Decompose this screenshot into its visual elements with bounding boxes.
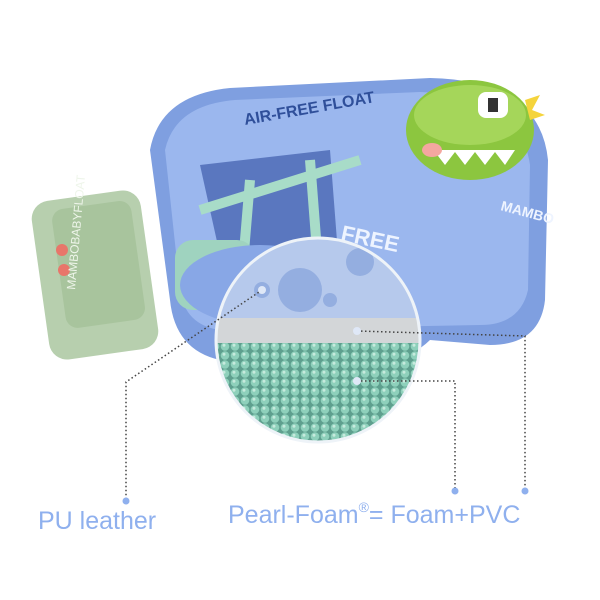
pearl-foam-label: Pearl-Foam®= Foam+PVC: [228, 499, 521, 530]
side-pillow: MAMBOBABYFLOAT: [31, 174, 159, 360]
pearl-foam-text: Pearl-Foam: [228, 501, 359, 529]
pu-leather-label: PU leather: [38, 507, 157, 535]
registered-mark: ®: [358, 499, 369, 515]
callout-dots: [122, 286, 529, 505]
dino-head: [406, 80, 545, 180]
equation-text: = Foam+PVC: [368, 501, 521, 529]
lens-rim: [214, 236, 422, 444]
callout-lines: [125, 289, 526, 498]
